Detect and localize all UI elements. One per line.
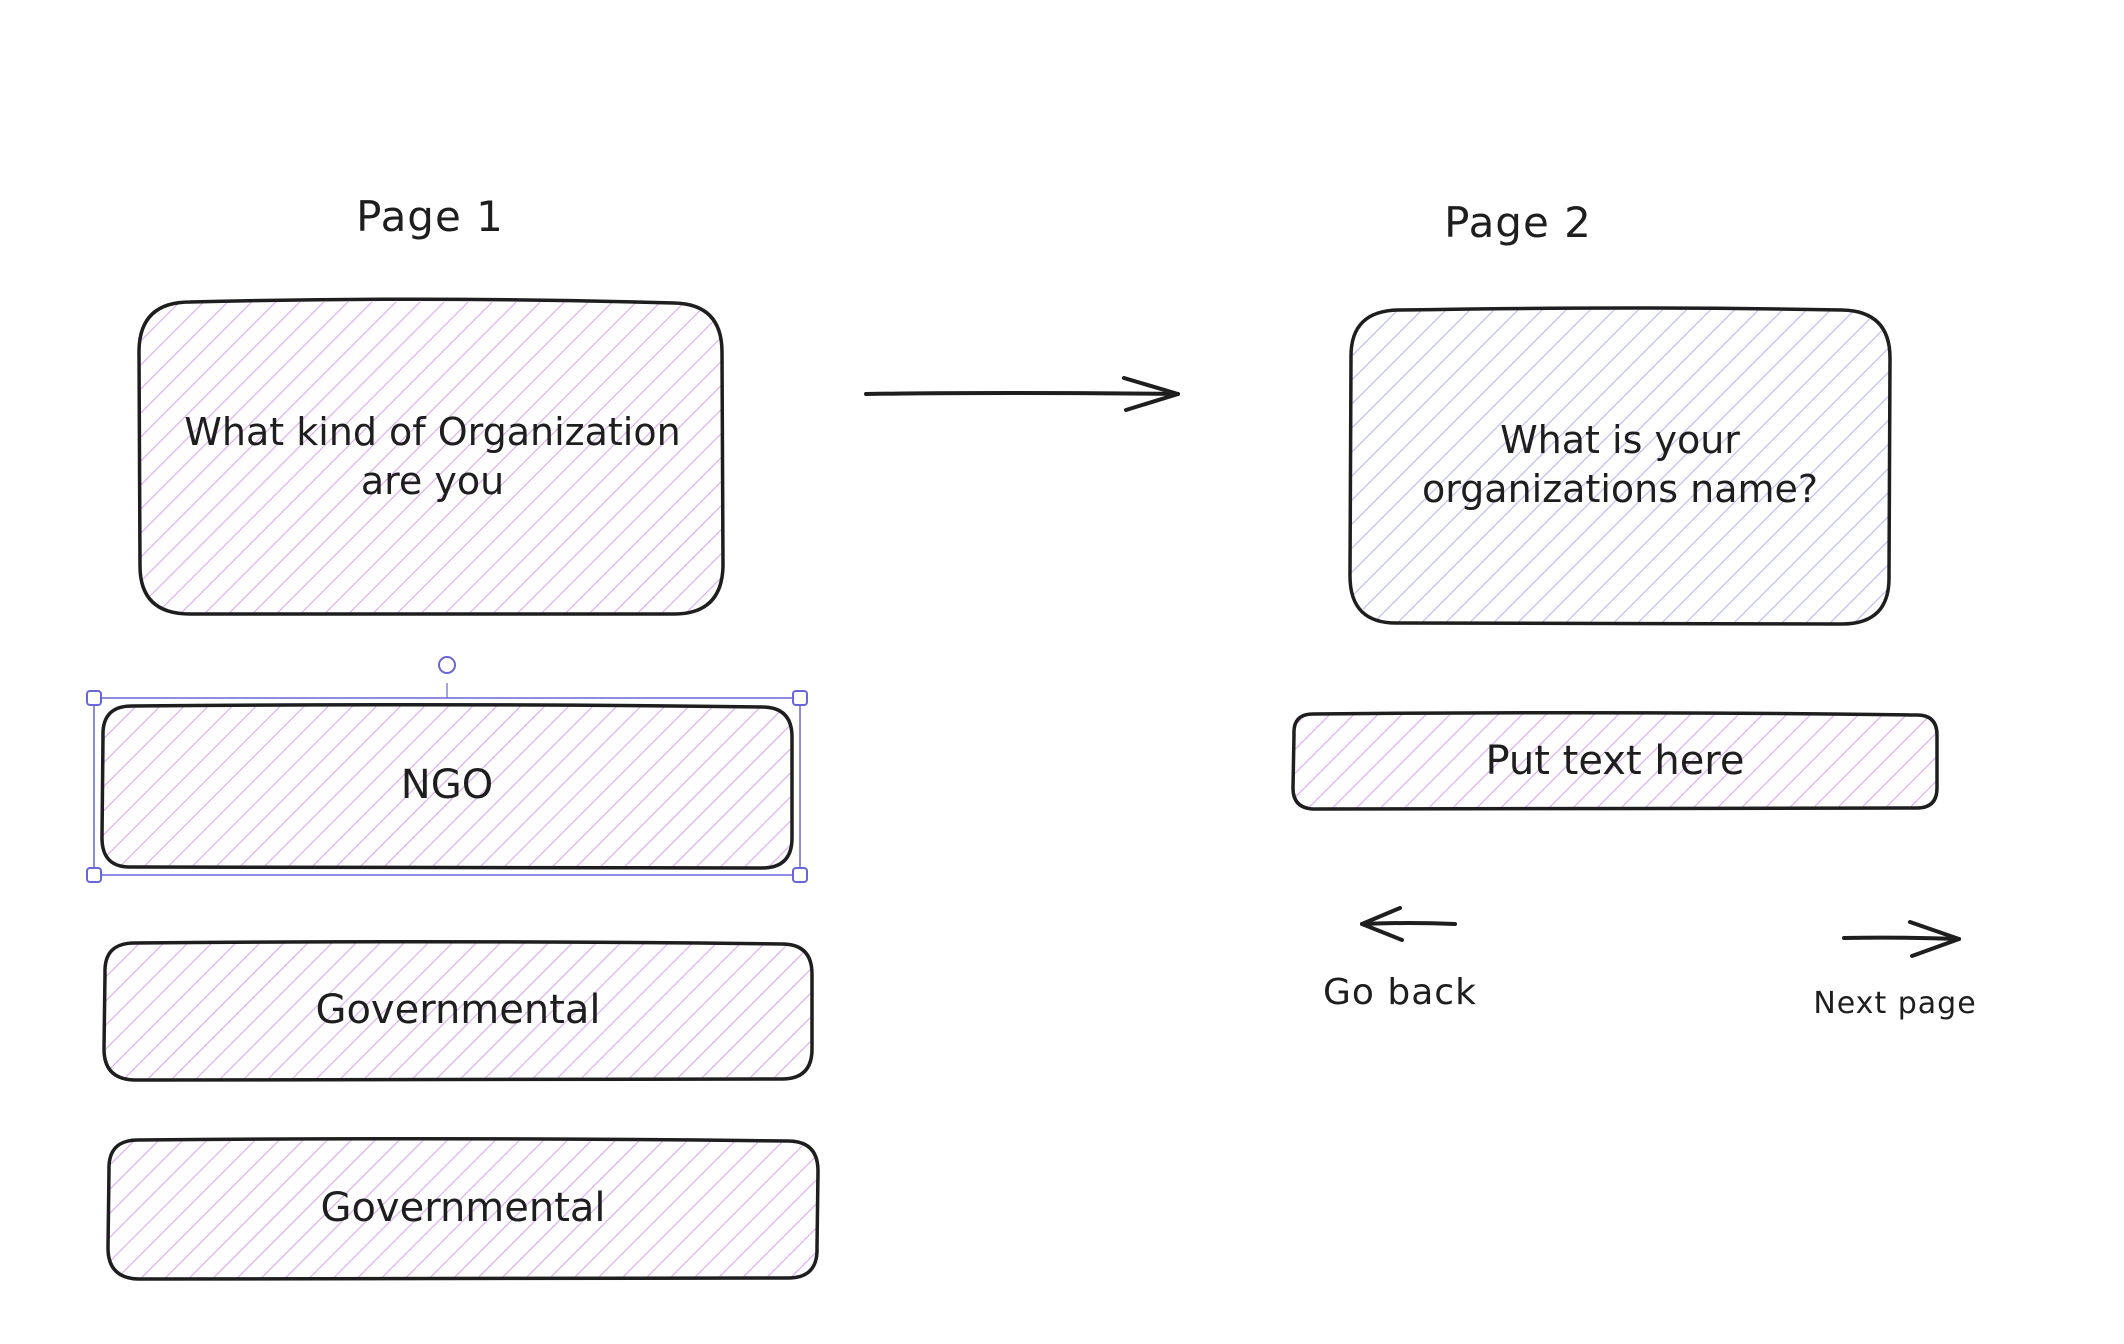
page2-input-placeholder: Put text here [1485, 738, 1745, 784]
resize-handle-bottom-right [792, 867, 808, 883]
resize-handle-top-right [792, 690, 808, 706]
next-page-label[interactable]: Next page [1813, 986, 1977, 1021]
selection-frame[interactable] [86, 656, 808, 883]
option-governmental-label-1: Governmental [315, 987, 601, 1033]
go-back-label[interactable]: Go back [1323, 972, 1477, 1013]
rotate-handle [438, 656, 456, 674]
page1-question-box[interactable] [137, 297, 725, 616]
page1-title: Page 1 [356, 192, 504, 241]
resize-handle-top-left [86, 690, 102, 706]
option-governmental-label-2: Governmental [320, 1185, 606, 1231]
arrow-left-icon[interactable] [1360, 906, 1457, 942]
arrow-right-icon[interactable] [1842, 920, 1961, 958]
option-ngo-box[interactable] [100, 702, 794, 870]
page1-question-text: What kind of Organization are you [184, 409, 681, 503]
page2-title: Page 2 [1444, 198, 1592, 247]
resize-handle-bottom-left [86, 867, 102, 883]
page2-question-text: What is your organizations name? [1421, 417, 1819, 511]
option-ngo-label: NGO [400, 762, 494, 808]
flow-arrow-icon[interactable] [864, 376, 1180, 412]
option-governmental-box-1[interactable] [102, 939, 814, 1082]
page2-question-box[interactable] [1348, 306, 1892, 626]
option-governmental-box-2[interactable] [106, 1136, 820, 1281]
page2-text-input-box[interactable] [1291, 710, 1939, 811]
